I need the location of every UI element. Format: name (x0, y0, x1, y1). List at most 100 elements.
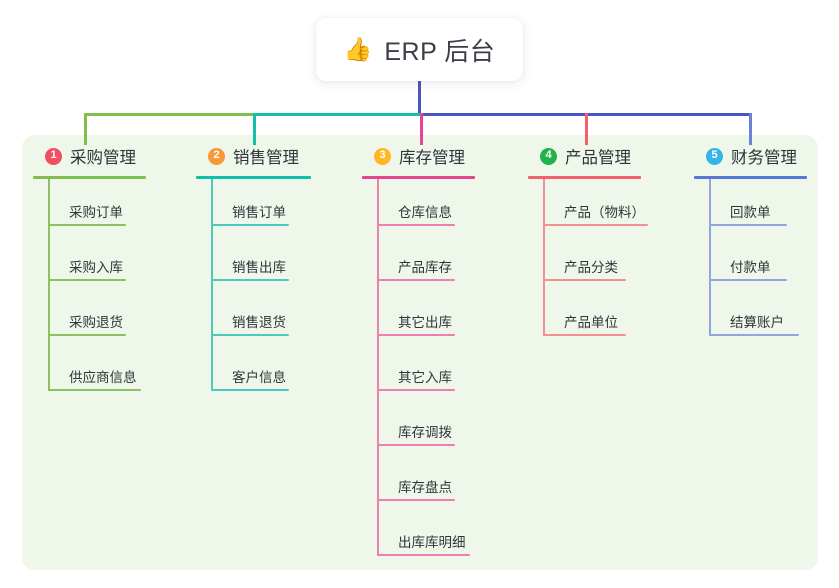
column-header-3[interactable]: 3 库存管理 (362, 143, 475, 169)
column-items-4: 产品（物料） 产品分类产品单位 (528, 179, 648, 344)
leaf-item[interactable]: 销售出库 (196, 234, 311, 289)
leaf-item-rule (48, 224, 126, 226)
column-header-5[interactable]: 5 财务管理 (694, 143, 807, 169)
connector-drop-2 (253, 113, 256, 145)
leaf-item[interactable]: 其它出库 (362, 289, 475, 344)
leaf-item-rule (48, 334, 126, 336)
leaf-item-label: 产品单位 (564, 315, 618, 330)
leaf-item-rule (709, 279, 787, 281)
leaf-item[interactable]: 结算账户 (694, 289, 807, 344)
column-items-3: 仓库信息产品库存其它出库其它入库库存调拨库存盘点出库库明细 (362, 179, 475, 564)
leaf-item-label: 采购入库 (69, 260, 123, 275)
column-badge-icon: 2 (208, 147, 225, 165)
column-header-rule (694, 176, 807, 179)
column-header-rule (528, 176, 641, 179)
leaf-item-label: 付款单 (730, 260, 771, 275)
leaf-item[interactable]: 其它入库 (362, 344, 475, 399)
leaf-item-rule (211, 224, 289, 226)
leaf-item[interactable]: 产品单位 (528, 289, 641, 344)
leaf-item-label: 客户信息 (232, 370, 286, 385)
leaf-item-label: 销售出库 (232, 260, 286, 275)
connector-drop-1 (84, 113, 87, 145)
column-badge-icon: 5 (706, 147, 723, 165)
column-1: 1 采购管理采购订单采购入库采购退货供应商信息 (33, 143, 146, 399)
leaf-item[interactable]: 采购订单 (33, 179, 146, 234)
leaf-item[interactable]: 采购入库 (33, 234, 146, 289)
leaf-item-label: 产品库存 (398, 260, 452, 275)
leaf-item-rule (377, 389, 455, 391)
column-3: 3 库存管理仓库信息产品库存其它出库其它入库库存调拨库存盘点出库库明细 (362, 143, 475, 564)
column-5: 5 财务管理回款单付款单结算账户 (694, 143, 807, 344)
leaf-item[interactable]: 仓库信息 (362, 179, 475, 234)
leaf-item-label: 出库库明细 (398, 535, 466, 550)
leaf-item-rule (709, 334, 799, 336)
column-badge-icon: 3 (374, 147, 391, 165)
leaf-item-rule (377, 444, 455, 446)
leaf-item[interactable]: 回款单 (694, 179, 807, 234)
leaf-item[interactable]: 供应商信息 (33, 344, 146, 399)
thumbs-up-icon: 👍 (343, 36, 373, 62)
column-header-rule (196, 176, 311, 179)
connector-trunk (418, 81, 421, 115)
root-node[interactable]: 👍 ERP 后台 (316, 18, 523, 81)
column-title: 库存管理 (399, 149, 465, 167)
leaf-item[interactable]: 销售退货 (196, 289, 311, 344)
column-title: 采购管理 (70, 149, 136, 167)
leaf-item[interactable]: 产品库存 (362, 234, 475, 289)
diagram-panel (22, 135, 818, 570)
column-header-4[interactable]: 4 产品管理 (528, 143, 641, 169)
leaf-item-rule (377, 554, 470, 556)
leaf-item[interactable]: 产品分类 (528, 234, 641, 289)
column-spine (48, 179, 50, 391)
root-title: ERP 后台 (384, 37, 496, 66)
leaf-item[interactable]: 付款单 (694, 234, 807, 289)
leaf-item-rule (211, 334, 289, 336)
column-title: 产品管理 (565, 149, 631, 167)
connector-bar-segment-2 (253, 113, 423, 116)
leaf-item-label: 仓库信息 (398, 205, 452, 220)
leaf-item-label: 销售退货 (232, 315, 286, 330)
leaf-item[interactable]: 库存调拨 (362, 399, 475, 454)
leaf-item-label: 采购订单 (69, 205, 123, 220)
leaf-item-rule (543, 334, 626, 336)
leaf-item-rule (377, 334, 455, 336)
leaf-item-rule (709, 224, 787, 226)
column-header-rule (33, 176, 146, 179)
column-badge-icon: 4 (540, 147, 557, 165)
leaf-item-rule (48, 389, 141, 391)
leaf-item-label: 回款单 (730, 205, 771, 220)
leaf-item[interactable]: 出库库明细 (362, 509, 475, 564)
leaf-item[interactable]: 采购退货 (33, 289, 146, 344)
leaf-item-rule (377, 224, 455, 226)
column-title: 财务管理 (731, 149, 797, 167)
leaf-item[interactable]: 产品（物料） (528, 179, 648, 234)
leaf-item-rule (211, 279, 289, 281)
leaf-item[interactable]: 销售订单 (196, 179, 311, 234)
column-badge-icon: 1 (45, 147, 62, 165)
leaf-item[interactable]: 客户信息 (196, 344, 311, 399)
connector-drop-5 (749, 113, 752, 145)
leaf-item-rule (543, 279, 626, 281)
leaf-item-label: 库存盘点 (398, 480, 452, 495)
column-spine (543, 179, 545, 336)
column-header-1[interactable]: 1 采购管理 (33, 143, 146, 169)
column-header-rule (362, 176, 475, 179)
column-spine (211, 179, 213, 391)
leaf-item-label: 结算账户 (730, 315, 784, 330)
column-items-1: 采购订单采购入库采购退货供应商信息 (33, 179, 146, 399)
leaf-item-rule (211, 389, 289, 391)
column-spine (709, 179, 711, 336)
leaf-item-label: 产品分类 (564, 260, 618, 275)
leaf-item-label: 库存调拨 (398, 425, 452, 440)
leaf-item-label: 采购退货 (69, 315, 123, 330)
column-items-2: 销售订单销售出库销售退货客户信息 (196, 179, 311, 399)
leaf-item-label: 其它入库 (398, 370, 452, 385)
leaf-item-label: 供应商信息 (69, 370, 137, 385)
connector-drop-3 (420, 113, 423, 145)
leaf-item-rule (543, 224, 648, 226)
column-items-5: 回款单付款单结算账户 (694, 179, 807, 344)
leaf-item[interactable]: 库存盘点 (362, 454, 475, 509)
